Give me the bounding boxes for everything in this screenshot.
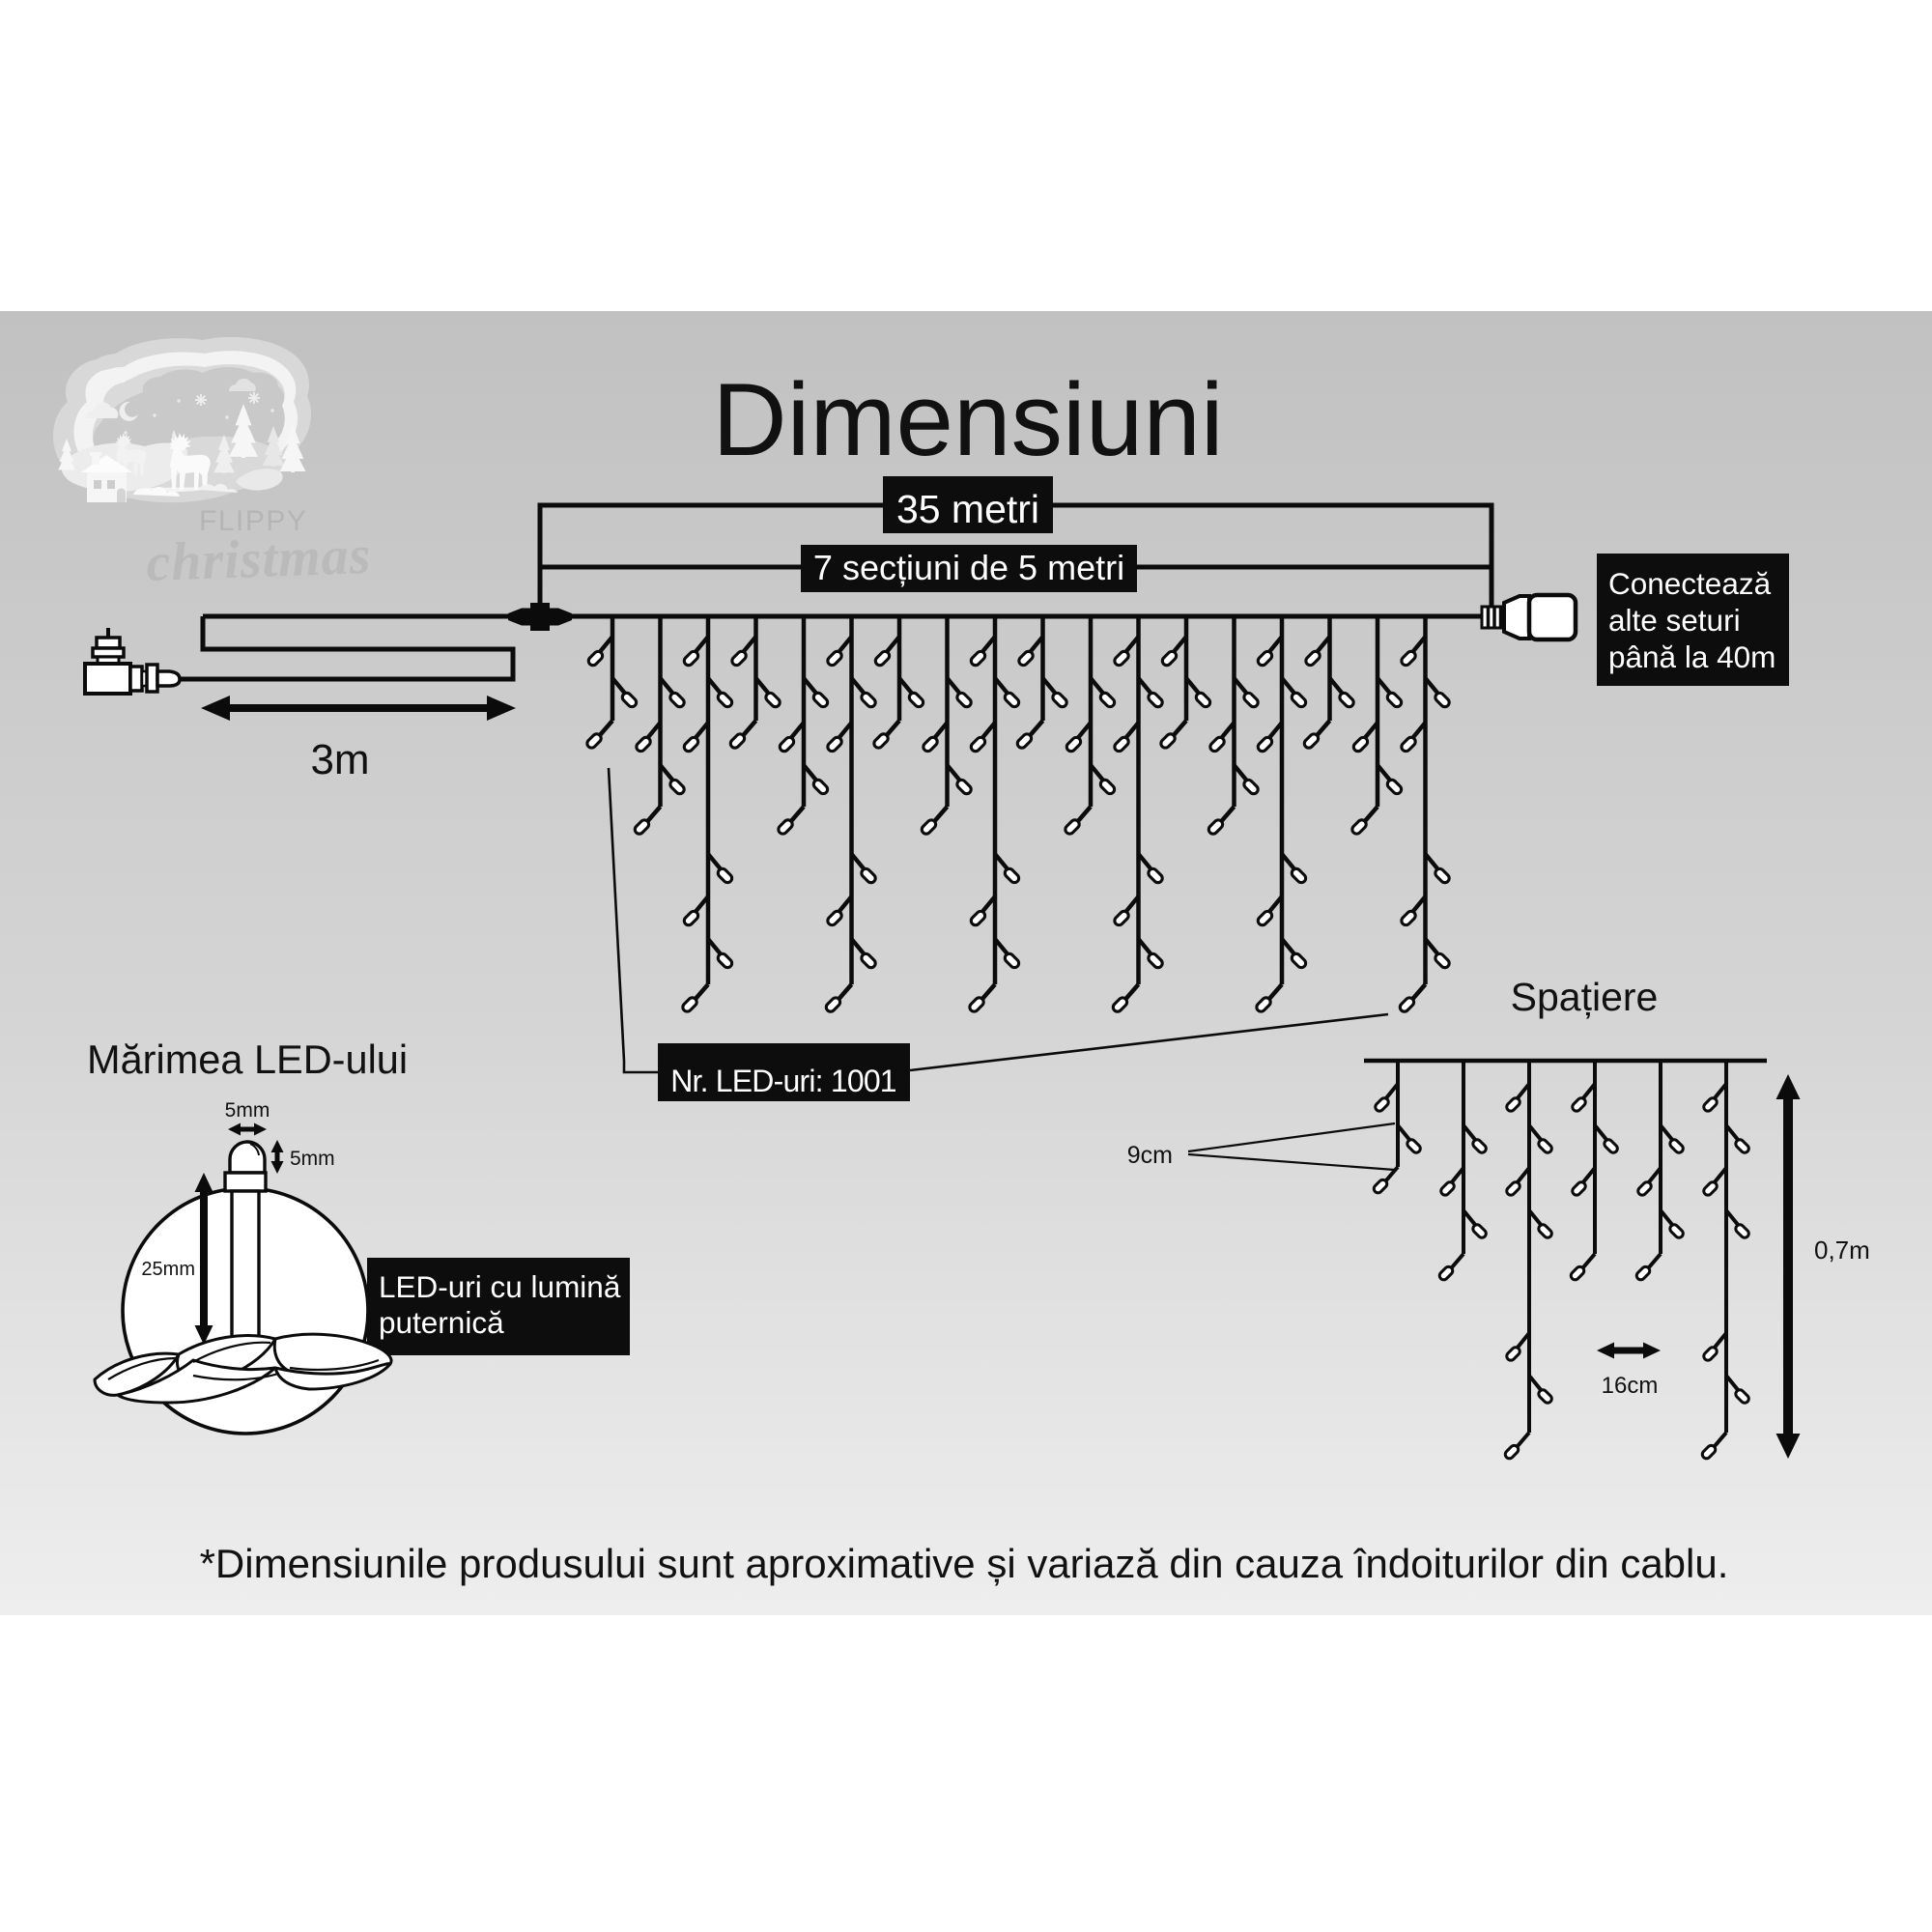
svg-text:puternică: puternică [379, 1305, 504, 1340]
svg-text:christmas: christmas [145, 526, 372, 593]
svg-text:5mm: 5mm [290, 1148, 335, 1170]
svg-text:Conectează: Conectează [1608, 566, 1772, 601]
svg-text:5mm: 5mm [225, 1099, 270, 1122]
svg-text:până la 40m: până la 40m [1608, 639, 1776, 674]
svg-text:alte seturi: alte seturi [1608, 603, 1741, 638]
svg-text:FLIPPY: FLIPPY [199, 505, 307, 537]
svg-text:9cm: 9cm [1127, 1142, 1173, 1169]
svg-text:7 secțiuni de 5 metri: 7 secțiuni de 5 metri [813, 548, 1124, 587]
svg-text:Spațiere: Spațiere [1511, 975, 1659, 1019]
svg-text:16cm: 16cm [1602, 1373, 1659, 1399]
svg-text:35 metri: 35 metri [896, 487, 1039, 531]
svg-text:*Dimensiunile produsului sunt: *Dimensiunile produsului sunt aproximati… [200, 1541, 1729, 1586]
svg-text:LED-uri cu lumină: LED-uri cu lumină [379, 1269, 621, 1304]
svg-text:Mărimea LED-ului: Mărimea LED-ului [87, 1037, 408, 1082]
svg-text:3m: 3m [310, 736, 369, 783]
svg-text:0,7m: 0,7m [1814, 1236, 1870, 1264]
svg-text:Nr. LED-uri: 1001: Nr. LED-uri: 1001 [670, 1064, 896, 1098]
svg-text:25mm: 25mm [141, 1259, 195, 1280]
svg-text:Dimensiuni: Dimensiuni [712, 361, 1223, 477]
